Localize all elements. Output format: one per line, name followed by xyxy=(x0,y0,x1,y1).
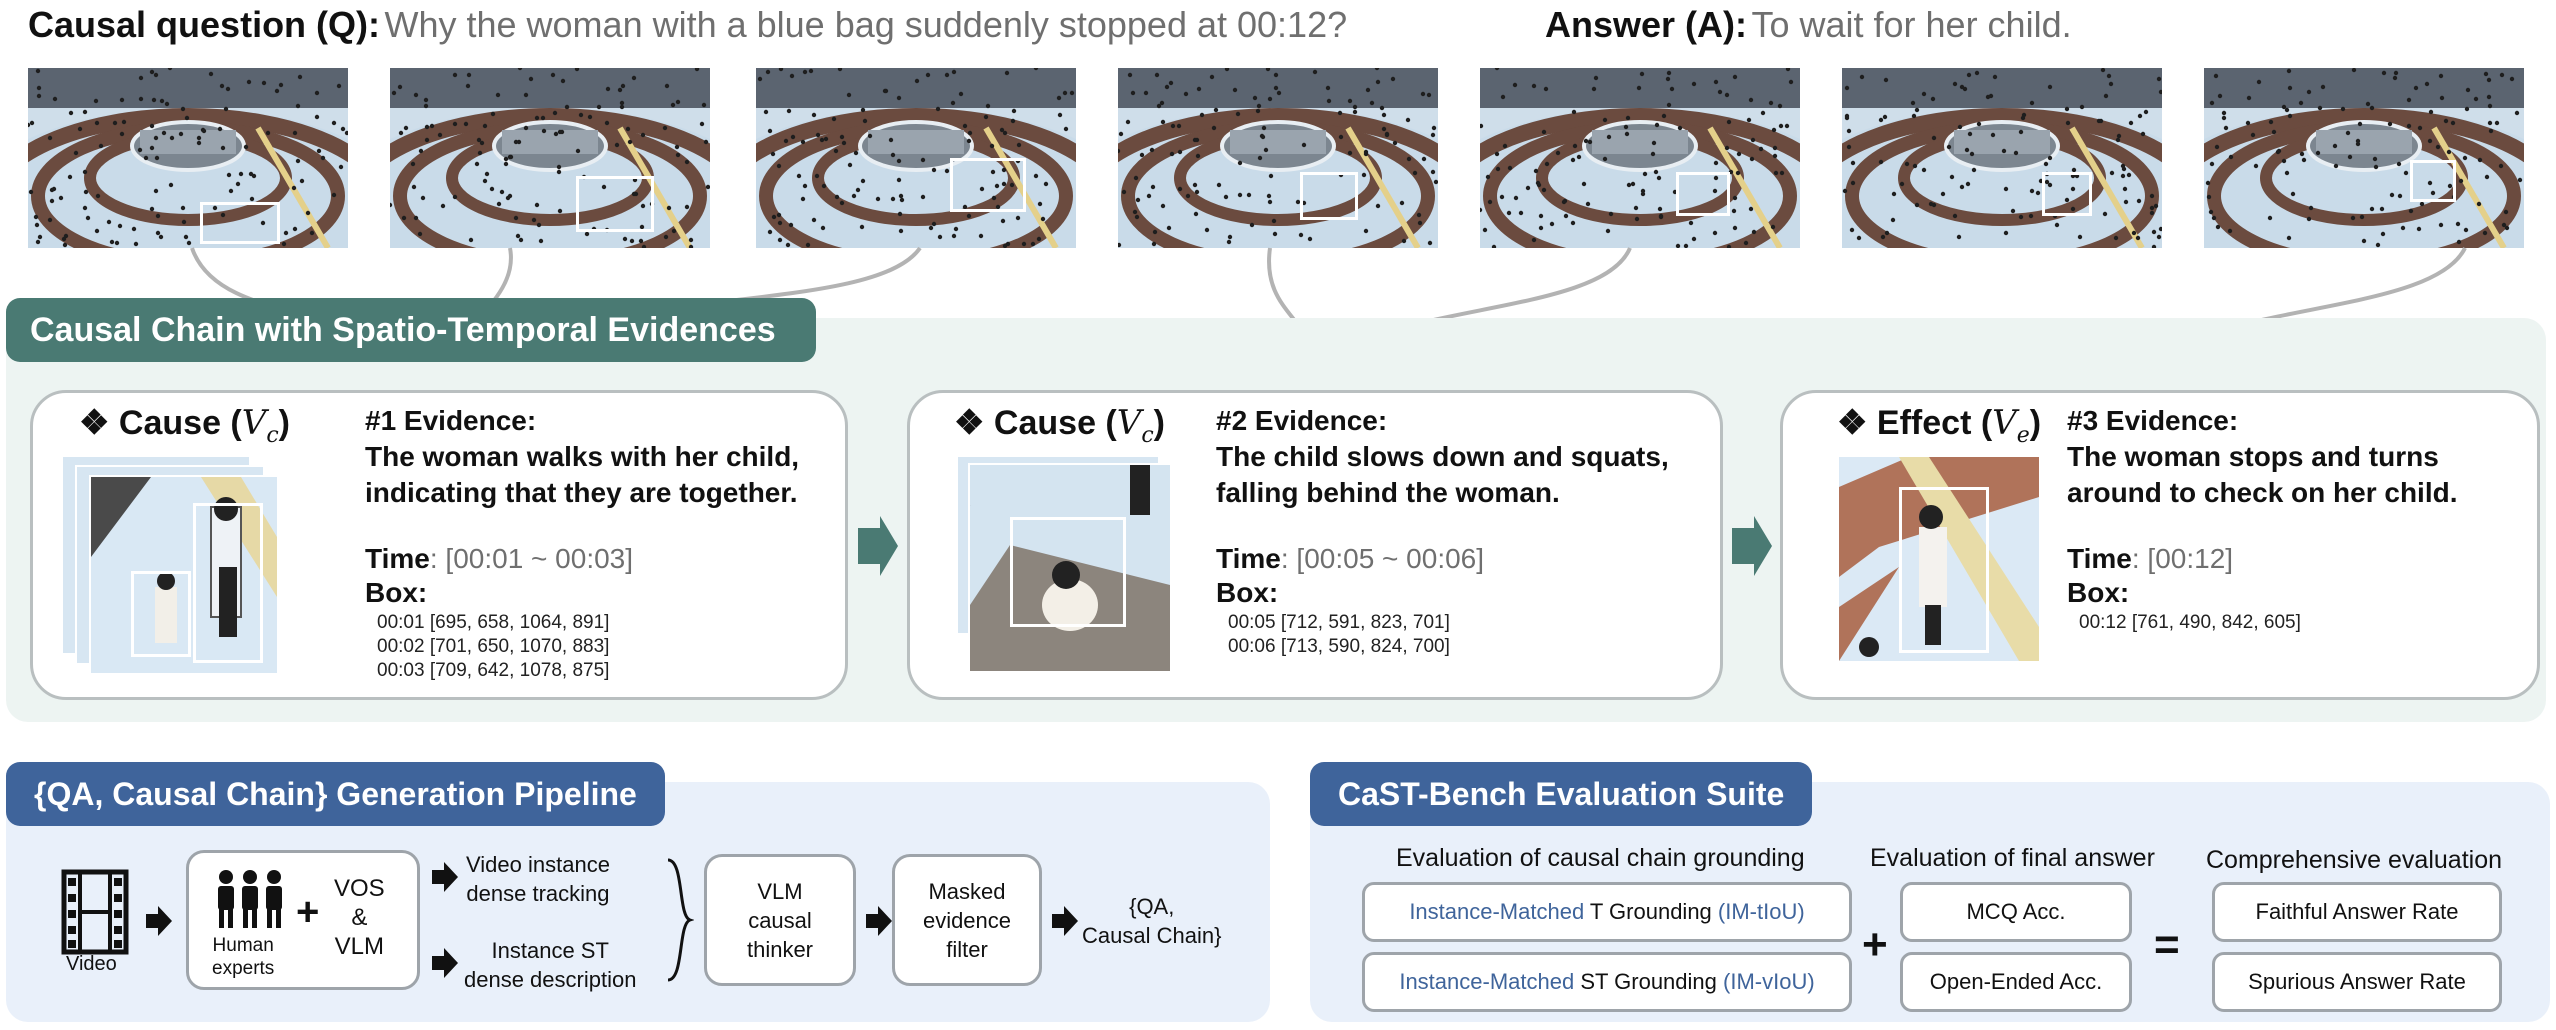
tracking-box xyxy=(1300,172,1358,220)
pipeline-title: {QA, Causal Chain} Generation Pipeline xyxy=(6,762,665,826)
video-frame xyxy=(756,68,1076,248)
video-frame xyxy=(1480,68,1800,248)
answer-line: Answer (A): To wait for her child. xyxy=(1545,4,2072,46)
vos-vlm-label: VOS & VLM xyxy=(334,875,385,960)
evidence-text: The woman stops and turns around to chec… xyxy=(2067,441,2458,508)
chain-arrow-1 xyxy=(858,516,898,576)
answer-text: To wait for her child. xyxy=(1751,4,2072,45)
description-branch-label: Instance ST dense description xyxy=(464,938,637,992)
arrow-right-icon xyxy=(866,906,892,936)
card-heading: ❖ Cause (Vc) xyxy=(79,403,290,448)
human-experts-icon xyxy=(218,870,282,928)
arrow-right-icon xyxy=(432,948,458,978)
pipeline-output-label: {QA, Causal Chain} xyxy=(1082,894,1222,948)
final-answer-header: Evaluation of final answer xyxy=(1870,844,2155,872)
brace-icon xyxy=(667,858,694,982)
evidence-thumbnail xyxy=(1837,455,2041,663)
grounding-header: Evaluation of causal chain grounding xyxy=(1396,844,1805,872)
cause-card-2: ❖ Cause (Vc) #2 Evidence: The child slow… xyxy=(907,390,1723,700)
box-entry: 00:06 [713, 590, 824, 700] xyxy=(1228,636,1450,657)
box-entry: 00:12 [761, 490, 842, 605] xyxy=(2079,612,2301,633)
evaluation-title: CaST-Bench Evaluation Suite xyxy=(1310,762,1813,826)
video-frame xyxy=(2204,68,2524,248)
human-experts-label: Human experts xyxy=(212,935,275,979)
effect-card: ❖ Effect (Ve) #3 Evidence: The woman sto… xyxy=(1780,390,2540,700)
card-heading: ❖ Effect (Ve) xyxy=(1837,403,2042,448)
open-ended-accuracy-metric: Open-Ended Acc. xyxy=(1900,952,2132,1012)
answer-label: Answer (A): xyxy=(1545,4,1748,45)
evidence-thumbnail xyxy=(89,475,279,675)
im-tiou-metric: Instance-Matched T Grounding (IM-tIoU) xyxy=(1362,882,1852,942)
video-frame xyxy=(1118,68,1438,248)
masked-evidence-filter-box: Masked evidence filter xyxy=(892,854,1042,986)
faithful-answer-rate-metric: Faithful Answer Rate xyxy=(2212,882,2502,942)
evidence-text: The woman walks with her child, indicati… xyxy=(365,441,800,508)
tracking-branch-label: Video instance dense tracking xyxy=(466,852,610,906)
arrow-right-icon xyxy=(432,862,458,892)
box-entry: 00:03 [709, 642, 1078, 875] xyxy=(377,660,610,681)
evidence-box-label: Box: xyxy=(1216,577,1279,608)
evidence-box-label: Box: xyxy=(365,577,428,608)
comprehensive-header: Comprehensive evaluation xyxy=(2206,846,2503,874)
evidence-title: #3 Evidence: xyxy=(2067,405,2239,436)
video-frame xyxy=(28,68,348,248)
question-text: Why the woman with a blue bag suddenly s… xyxy=(384,4,1348,45)
tracking-box xyxy=(2410,160,2456,202)
evidence-title: #1 Evidence: xyxy=(365,405,537,436)
evidence-text: The child slows down and squats, falling… xyxy=(1216,441,1669,508)
chain-arrow-2 xyxy=(1732,516,1772,576)
evidence-time: Time: [00:01 ~ 00:03] xyxy=(365,543,634,574)
card-heading: ❖ Cause (Vc) xyxy=(954,403,1165,448)
causal-chain-title: Causal Chain with Spatio-Temporal Eviden… xyxy=(6,298,816,362)
mcq-accuracy-metric: MCQ Acc. xyxy=(1900,882,2132,942)
video-label: Video xyxy=(66,953,117,975)
tracking-box xyxy=(950,158,1026,212)
evidence-boxes: 00:01 [695, 658, 1064, 891] 00:02 [701, … xyxy=(377,611,609,683)
im-viou-metric: Instance-Matched ST Grounding (IM-vIoU) xyxy=(1362,952,1852,1012)
vlm-causal-thinker-box: VLM causal thinker xyxy=(704,854,856,986)
evidence-time: Time: [00:05 ~ 00:06] xyxy=(1216,543,1485,574)
box-entry: 00:01 [695, 658, 1064, 891] xyxy=(377,612,610,633)
plus-sign: + xyxy=(296,890,320,934)
plus-sign: + xyxy=(1862,920,1888,969)
evidence-thumbnail xyxy=(968,463,1172,673)
arrow-right-icon xyxy=(146,906,172,936)
evidence-title: #2 Evidence: xyxy=(1216,405,1388,436)
box-entry: 00:02 [701, 650, 1070, 883] xyxy=(377,636,610,657)
video-icon xyxy=(61,869,129,955)
evidence-box-label: Box: xyxy=(2067,577,2130,608)
tracking-box xyxy=(1676,172,1730,216)
box-entry: 00:05 [712, 591, 823, 701] xyxy=(1228,612,1450,633)
tracking-box xyxy=(200,202,280,244)
video-frame xyxy=(390,68,710,248)
video-frame xyxy=(1842,68,2162,248)
question-line: Causal question (Q): Why the woman with … xyxy=(28,4,1347,46)
evidence-time: Time: [00:12] xyxy=(2067,543,2234,574)
question-label: Causal question (Q): xyxy=(28,4,381,45)
tracking-box xyxy=(576,176,654,232)
evidence-boxes: 00:12 [761, 490, 842, 605] xyxy=(2079,611,2301,635)
spurious-answer-rate-metric: Spurious Answer Rate xyxy=(2212,952,2502,1012)
cause-card-1: ❖ Cause (Vc) #1 Evidence: The woman walk… xyxy=(30,390,848,700)
equals-sign: = xyxy=(2154,920,2180,969)
arrow-right-icon xyxy=(1052,906,1078,936)
tracking-box xyxy=(2042,172,2092,216)
evidence-boxes: 00:05 [712, 591, 823, 701] 00:06 [713, 5… xyxy=(1228,611,1450,659)
